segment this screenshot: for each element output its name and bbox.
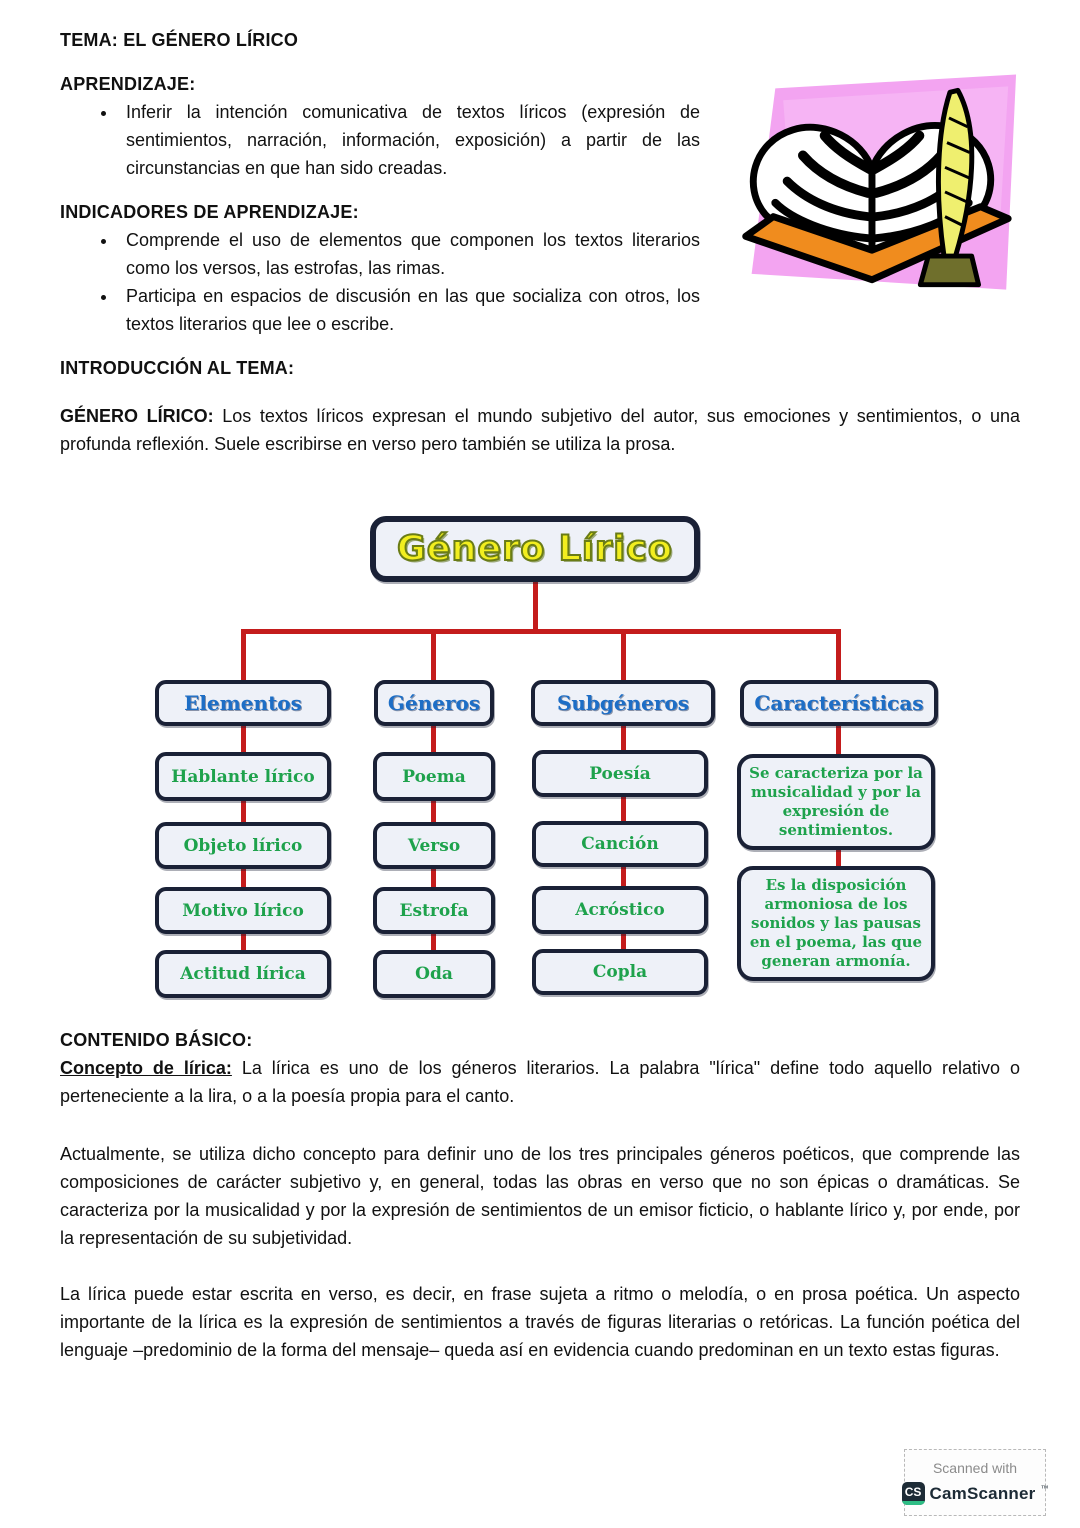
camscanner-badge: Scanned with CS CamScanner ™ — [901, 1449, 1049, 1516]
caracteristica-disposicion: Es la disposición armoniosa de los sonid… — [737, 866, 935, 981]
item-cancion: Canción — [532, 821, 708, 867]
genero-lirico-paragraph: GÉNERO LÍRICO: Los textos líricos expres… — [60, 406, 1020, 454]
paragraph-la-lirica: La lírica puede estar escrita en verso, … — [60, 1284, 1020, 1360]
category-caracteristicas: Características — [740, 680, 938, 726]
item-poesia: Poesía — [532, 750, 708, 797]
scanned-with-label: Scanned with — [932, 1460, 1018, 1476]
concepto-paragraph: Concepto de lírica: La lírica es uno de … — [60, 1058, 1020, 1106]
connector-column-1 — [241, 629, 246, 974]
connector-column-3 — [621, 629, 626, 974]
indicadores-list: Comprende el uso de elementos que compon… — [118, 226, 1020, 338]
camscanner-logo-icon: CS — [901, 1482, 925, 1505]
genero-lirico-term: GÉNERO LÍRICO: — [60, 406, 214, 426]
category-generos: Géneros — [374, 680, 494, 726]
aprendizaje-heading: APRENDIZAJE: — [60, 74, 196, 94]
trademark-symbol: ™ — [1040, 1484, 1049, 1493]
item-hablante-lirico: Hablante lírico — [155, 752, 331, 801]
category-subgeneros: Subgéneros — [531, 680, 715, 726]
item-poema: Poema — [373, 752, 495, 801]
caracteristica-musicalidad: Se caracteriza por la musicalidad y por … — [737, 754, 935, 850]
item-estrofa: Estrofa — [373, 887, 495, 934]
introduccion-heading: INTRODUCCIÓN AL TEMA: — [60, 358, 295, 378]
category-elementos: Elementos — [155, 680, 331, 726]
page-title: TEMA: EL GÉNERO LÍRICO — [60, 30, 299, 50]
item-acrostico: Acróstico — [532, 886, 708, 934]
list-item: Inferir la intención comunicativa de tex… — [118, 98, 1020, 182]
item-copla: Copla — [532, 949, 708, 995]
item-motivo-lirico: Motivo lírico — [155, 887, 331, 934]
item-oda: Oda — [373, 950, 495, 998]
camscanner-brand-label: CamScanner — [929, 1483, 1036, 1503]
item-objeto-lirico: Objeto lírico — [155, 822, 331, 869]
indicadores-heading: INDICADORES DE APRENDIZAJE: — [60, 202, 359, 222]
list-item: Comprende el uso de elementos que compon… — [118, 226, 1020, 282]
concepto-label: Concepto de lírica: — [60, 1058, 232, 1078]
diagram-root-box: Género Lírico — [370, 516, 700, 582]
contenido-heading: CONTENIDO BÁSICO: — [60, 1030, 253, 1050]
connector-column-2 — [431, 629, 436, 974]
item-verso: Verso — [373, 822, 495, 869]
genero-lirico-concept-map: Género Lírico Elementos Géneros Subgéner… — [0, 464, 1080, 1012]
list-item: Participa en espacios de discusión en la… — [118, 282, 1020, 338]
aprendizaje-list: Inferir la intención comunicativa de tex… — [118, 98, 1020, 182]
book-quill-illustration — [742, 74, 1017, 290]
item-actitud-lirica: Actitud lírica — [155, 950, 331, 998]
paragraph-actualmente: Actualmente, se utiliza dicho concepto p… — [60, 1144, 1020, 1248]
connector-root-stem — [533, 578, 538, 634]
connector-horizontal — [241, 629, 841, 634]
